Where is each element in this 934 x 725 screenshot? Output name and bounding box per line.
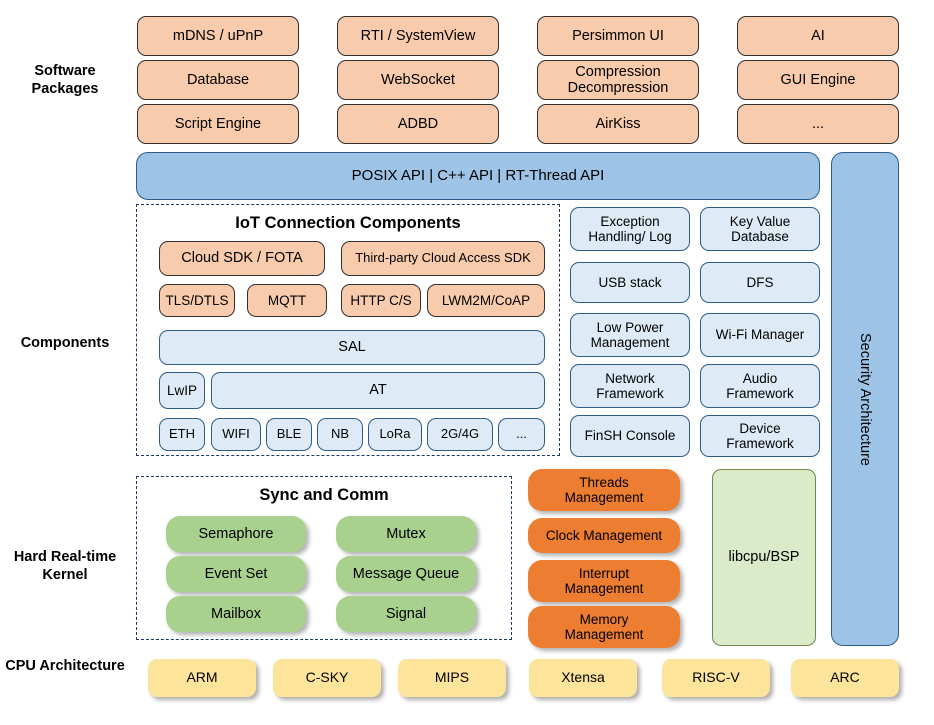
row-label-software-packages: Software Packages [31, 63, 99, 98]
package-rti-systemview[interactable]: RTI / SystemView [337, 16, 499, 56]
package-websocket[interactable]: WebSocket [337, 60, 499, 100]
kernel-clock-management[interactable]: Clock Management [528, 518, 680, 553]
package-compression-decompression[interactable]: Compression Decompression [537, 60, 699, 100]
iot-mqtt[interactable]: MQTT [247, 284, 327, 317]
kernel-threads-management[interactable]: Threads Management [528, 469, 680, 511]
iot-link-ble[interactable]: BLE [266, 418, 312, 451]
iot-cloud-sdk-fota[interactable]: Cloud SDK / FOTA [159, 241, 325, 276]
component-network-framework[interactable]: Network Framework [570, 364, 690, 408]
package-database[interactable]: Database [137, 60, 299, 100]
iot-tls-dtls[interactable]: TLS/DTLS [159, 284, 235, 317]
package-script-engine[interactable]: Script Engine [137, 104, 299, 144]
cpu-risc-v[interactable]: RISC-V [662, 659, 770, 697]
kernel-interrupt-management[interactable]: Interrupt Management [528, 560, 680, 602]
component-audio-framework[interactable]: Audio Framework [700, 364, 820, 408]
iot-lwip[interactable]: LwIP [159, 372, 205, 409]
kernel-semaphore[interactable]: Semaphore [166, 516, 306, 552]
sync-and-comm-group [136, 476, 512, 640]
iot-third-party-cloud-access-sdk[interactable]: Third-party Cloud Access SDK [341, 241, 545, 276]
iot-connection-group-title: IoT Connection Components [235, 214, 461, 232]
package-more[interactable]: ... [737, 104, 899, 144]
security-architecture-label: Security Architecture [857, 332, 874, 466]
component-dfs[interactable]: DFS [700, 262, 820, 303]
cpu-arm[interactable]: ARM [148, 659, 256, 697]
cpu-xtensa[interactable]: Xtensa [529, 659, 637, 697]
package-mdns-upnp[interactable]: mDNS / uPnP [137, 16, 299, 56]
iot-http-cs[interactable]: HTTP C/S [341, 284, 421, 317]
iot-link-lora[interactable]: LoRa [368, 418, 422, 451]
component-device-framework[interactable]: Device Framework [700, 415, 820, 457]
row-label-components: Components [20, 335, 110, 351]
component-exception-handling-log[interactable]: Exception Handling/ Log [570, 207, 690, 251]
package-adbd[interactable]: ADBD [337, 104, 499, 144]
package-airkiss[interactable]: AirKiss [537, 104, 699, 144]
iot-link-eth[interactable]: ETH [159, 418, 205, 451]
row-label-kernel: Hard Real-time Kernel [13, 549, 117, 584]
iot-link-more[interactable]: ... [498, 418, 545, 451]
security-architecture-bar: Security Architecture [831, 152, 899, 646]
kernel-mutex[interactable]: Mutex [336, 516, 476, 552]
package-gui-engine[interactable]: GUI Engine [737, 60, 899, 100]
kernel-mailbox[interactable]: Mailbox [166, 596, 306, 632]
iot-lwm2m-coap[interactable]: LWM2M/CoAP [427, 284, 545, 317]
component-key-value-database[interactable]: Key Value Database [700, 207, 820, 251]
kernel-message-queue[interactable]: Message Queue [336, 556, 476, 592]
iot-sal[interactable]: SAL [159, 330, 545, 365]
sync-and-comm-group-title: Sync and Comm [259, 486, 389, 504]
component-low-power-management[interactable]: Low Power Management [570, 313, 690, 357]
component-wifi-manager[interactable]: Wi-Fi Manager [700, 313, 820, 357]
kernel-signal[interactable]: Signal [336, 596, 476, 632]
component-finsh-console[interactable]: FinSH Console [570, 415, 690, 457]
iot-at[interactable]: AT [211, 372, 545, 409]
iot-link-2g-4g[interactable]: 2G/4G [427, 418, 493, 451]
component-usb-stack[interactable]: USB stack [570, 262, 690, 303]
iot-link-wifi[interactable]: WIFI [211, 418, 261, 451]
cpu-arc[interactable]: ARC [791, 659, 899, 697]
kernel-memory-management[interactable]: Memory Management [528, 606, 680, 648]
iot-link-nb[interactable]: NB [317, 418, 363, 451]
iot-connection-group [136, 204, 560, 456]
api-bar: POSIX API | C++ API | RT-Thread API [136, 152, 820, 200]
libcpu-bsp[interactable]: libcpu/BSP [712, 469, 816, 646]
package-persimmon-ui[interactable]: Persimmon UI [537, 16, 699, 56]
kernel-event-set[interactable]: Event Set [166, 556, 306, 592]
row-label-cpu-architecture: CPU Architecture [5, 658, 125, 674]
cpu-mips[interactable]: MIPS [398, 659, 506, 697]
package-ai[interactable]: AI [737, 16, 899, 56]
cpu-c-sky[interactable]: C-SKY [273, 659, 381, 697]
